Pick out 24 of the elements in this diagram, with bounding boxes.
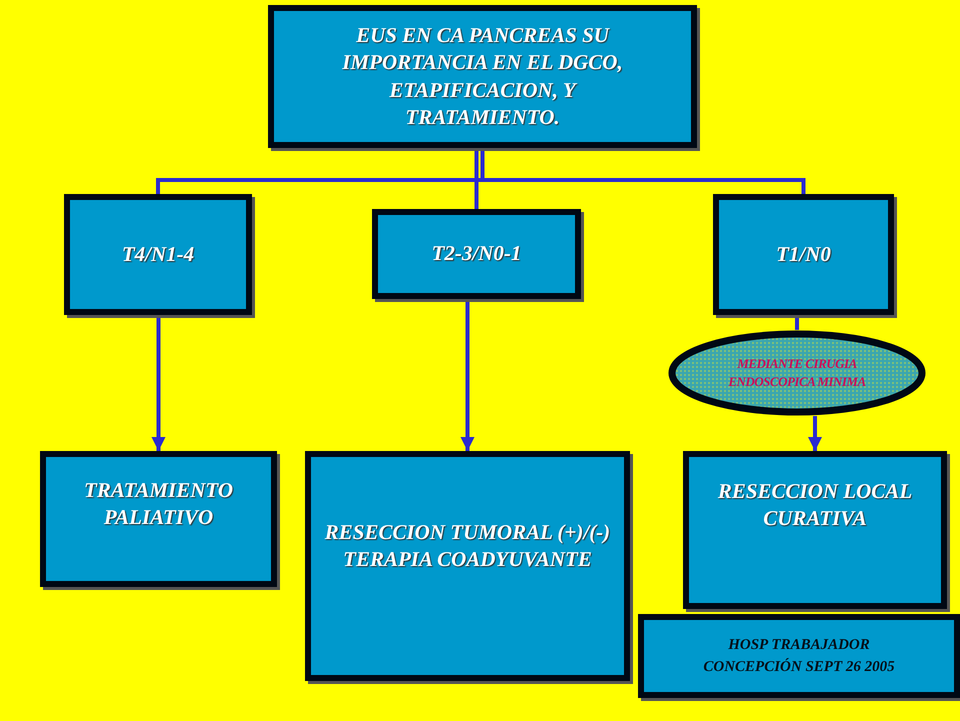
process-box xyxy=(372,209,581,299)
node-label: T1/N0 xyxy=(776,240,831,268)
connector-line xyxy=(795,315,799,330)
arrow xyxy=(152,315,166,451)
node-label: TRATAMIENTO PALIATIVO xyxy=(83,476,234,531)
footer-box xyxy=(638,614,960,698)
connector-line xyxy=(480,148,806,194)
node-label: MEDIANTE CIRUGIA ENDOSCOPICA MINIMA xyxy=(727,355,867,391)
connector-line xyxy=(474,148,478,209)
process-box xyxy=(305,451,630,681)
process-box xyxy=(64,194,252,315)
title-box xyxy=(268,5,697,148)
arrow xyxy=(460,299,474,451)
node-label: RESECCION LOCAL CURATIVA xyxy=(716,478,914,532)
ellipse-node xyxy=(668,330,926,416)
process-box xyxy=(713,194,894,315)
node-label: T2-3/N0-1 xyxy=(432,240,522,268)
node-label: T4/N1-4 xyxy=(122,240,194,268)
node-label: RESECCION TUMORAL (+)/(-) TERAPIA COADYUVANTE xyxy=(324,518,612,573)
process-box xyxy=(40,451,277,587)
node-label: HOSP TRABAJADOR CONCEPCIÓN SEPT 26 2005 xyxy=(702,636,896,677)
node-label: EUS EN CA PANCREAS SU IMPORTANCIA EN EL DGCO, ETAPIFICACION, Y TRATAMIENTO. xyxy=(341,22,624,131)
process-box xyxy=(683,451,947,609)
arrow xyxy=(808,416,822,451)
